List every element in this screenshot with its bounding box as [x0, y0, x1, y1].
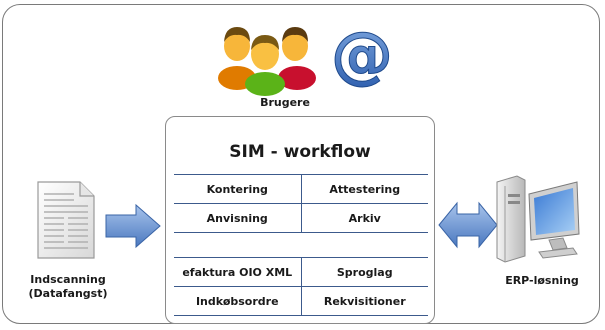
computer-icon: [496, 175, 580, 263]
workflow-cell: Kontering: [174, 175, 302, 203]
scanning-label-line1: Indscanning: [30, 273, 106, 286]
workflow-row: Kontering Attestering: [174, 175, 428, 204]
at-sign-icon: @: [331, 18, 394, 92]
erp-label: ERP-løsning: [505, 274, 579, 287]
workflow-cell: Attestering: [329, 182, 401, 196]
scanning-label-line2: (Datafangst): [28, 287, 108, 300]
arrow-right-icon: [105, 203, 161, 249]
workflow-cell: Indkøbsordre: [174, 287, 302, 315]
double-arrow-icon: [438, 201, 498, 249]
workflow-box: SIM - workflow Kontering Attestering Anv…: [165, 116, 435, 324]
workflow-cell: efaktura OIO XML: [174, 258, 302, 286]
workflow-row: Indkøbsordre Rekvisitioner: [174, 287, 428, 316]
workflow-bottom-grid: efaktura OIO XML Sproglag Indkøbsordre R…: [174, 257, 428, 316]
users-label: Brugere: [260, 96, 310, 109]
svg-text:@: @: [331, 18, 393, 91]
workflow-top-grid: Kontering Attestering Anvisning Arkiv: [174, 174, 428, 233]
workflow-cell: Sproglag: [336, 265, 393, 279]
users-icon: [218, 27, 316, 96]
document-icon: [37, 181, 95, 259]
workflow-cell: Rekvisitioner: [323, 294, 406, 308]
workflow-row: efaktura OIO XML Sproglag: [174, 258, 428, 287]
workflow-row: Anvisning Arkiv: [174, 204, 428, 233]
workflow-title: SIM - workflow: [229, 142, 371, 162]
workflow-cell: Arkiv: [348, 211, 381, 225]
workflow-cell: Anvisning: [174, 204, 302, 232]
scanning-label: Indscanning (Datafangst): [18, 273, 118, 301]
